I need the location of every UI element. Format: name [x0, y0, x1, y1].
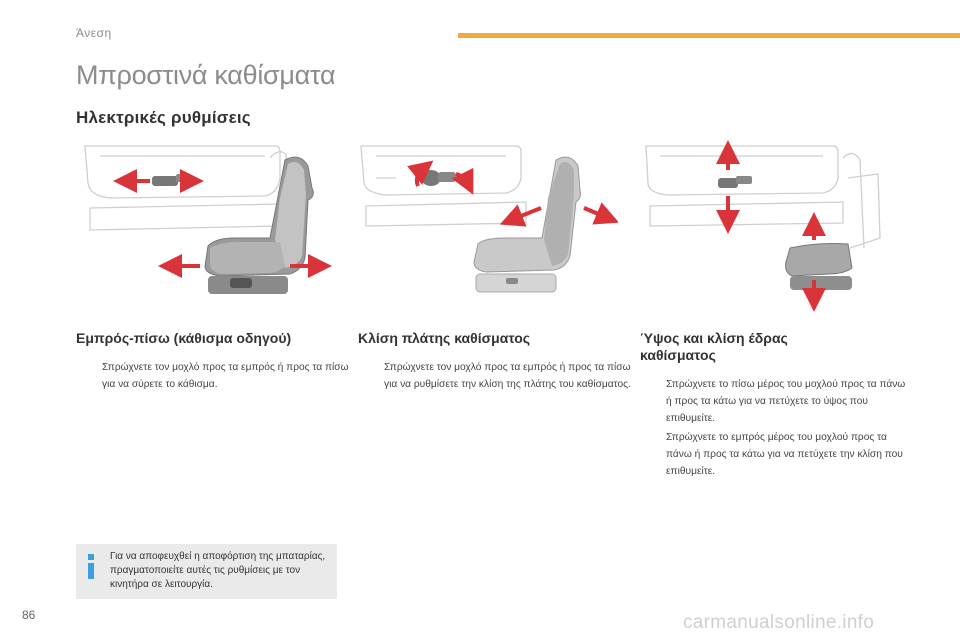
info-box: Για να αποφευχθεί η αποφόρτιση της μπατα…: [76, 544, 337, 599]
seat-icon: [204, 156, 314, 294]
section-label: Άνεση: [76, 26, 112, 40]
header-accent-bar: [458, 33, 960, 38]
control-panel-icon: [718, 176, 752, 188]
info-text: Για να αποφευχθεί η αποφόρτιση της μπατα…: [110, 551, 326, 590]
seat-height-tilt-illustration: [645, 140, 881, 312]
backrest-section: Κλίση πλάτης καθίσματος Σπρώχνετε τον μο…: [358, 330, 633, 395]
instruction-item: Σπρώχνετε το πίσω μέρος του μοχλού προς …: [666, 379, 906, 424]
instruction-item: Σπρώχνετε τον μοχλό προς τα εμπρός ή προ…: [384, 362, 631, 390]
watermark: carmanualsonline.info: [683, 612, 875, 633]
section-heading: Εμπρός-πίσω (κάθισμα οδηγού): [76, 330, 292, 346]
seat-icon: [473, 156, 581, 293]
backrest-recline-illustration: [360, 145, 618, 293]
seat-cushion-icon: [785, 243, 853, 290]
instruction-item: Σπρώχνετε το εμπρός μέρος του μοχλού προ…: [666, 432, 903, 477]
section-heading: Ύψος και κλίση έδρας καθίσματος: [640, 330, 788, 363]
info-icon: [88, 554, 94, 579]
seat-fore-aft-illustration: [84, 145, 332, 294]
fore-aft-section: Εμπρός-πίσω (κάθισμα οδηγού) Σπρώχνετε τ…: [76, 330, 351, 395]
instruction-item: Σπρώχνετε τον μοχλό προς τα εμπρός ή προ…: [102, 362, 349, 390]
height-tilt-section: Ύψος και κλίση έδρας καθίσματος Σπρώχνετ…: [640, 330, 910, 482]
section-subtitle: Ηλεκτρικές ρυθμίσεις: [76, 108, 251, 127]
page-number: 86: [22, 608, 36, 622]
control-knob-icon: [421, 170, 456, 186]
page-title: Μπροστινά καθίσματα: [76, 60, 336, 90]
section-heading: Κλίση πλάτης καθίσματος: [358, 330, 531, 346]
